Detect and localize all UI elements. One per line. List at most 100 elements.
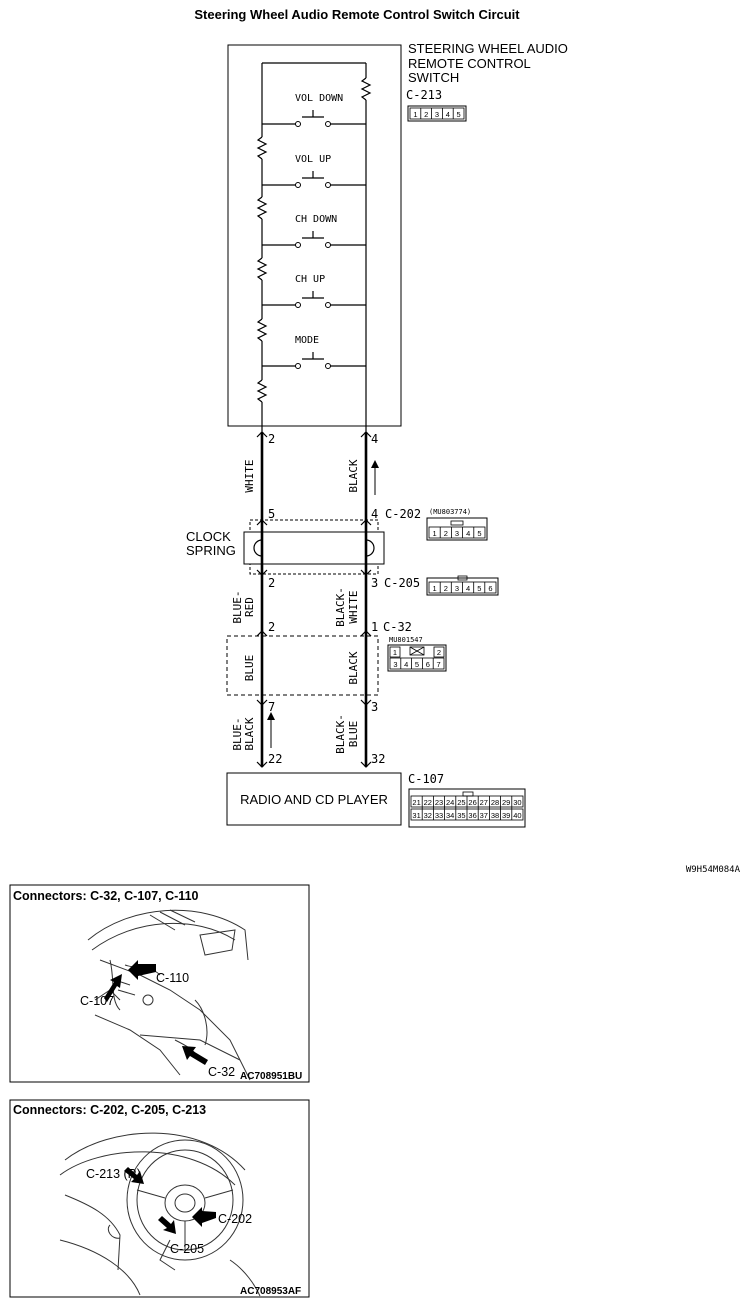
- c107-pin: 29: [502, 798, 510, 807]
- c32-pin: 4: [404, 660, 408, 669]
- callout-c32: C-32: [208, 1065, 235, 1079]
- pin-label: 4: [371, 507, 378, 521]
- c202-label: C-202: [385, 507, 421, 521]
- switch-unit-label-line-1: STEERING WHEEL AUDIO: [408, 41, 568, 56]
- c205-label: C-205: [384, 576, 420, 590]
- c107-pin: 31: [412, 811, 420, 820]
- pin-label: 32: [371, 752, 385, 766]
- pin-label: 3: [371, 576, 378, 590]
- connector-location-panel-1: Connectors: C-32, C-107, C-110 C-110 C-1…: [9, 884, 310, 1083]
- panel1-caption: Connectors: C-32, C-107, C-110: [13, 889, 199, 903]
- c202-pin: 4: [466, 529, 470, 538]
- clock-spring: 5 4 C-202 (MU803774) 1 2 3 4 5 CLOCK SPR…: [186, 507, 499, 596]
- wire-label-blue: BLUE: [243, 655, 256, 682]
- pin-label: 22: [268, 752, 282, 766]
- c202-part-number: (MU803774): [429, 508, 471, 516]
- c213-pin: 1: [413, 110, 417, 119]
- c107-pin: 23: [435, 798, 443, 807]
- c107-pin: 27: [480, 798, 488, 807]
- diagram-code: W9H54M084A: [686, 865, 741, 875]
- c202-pin: 1: [433, 529, 437, 538]
- c107-connector-icon: 21 22 23 24 25 26 27 28 29 30 31 32 33 3…: [408, 788, 526, 828]
- panel2-code: AC708953AF: [240, 1286, 301, 1297]
- switch-label-vol-down: VOL DOWN: [295, 93, 343, 104]
- c32-pin: 1: [393, 648, 397, 657]
- c107-pin: 36: [468, 811, 476, 820]
- c32-part-number: MU801547: [389, 636, 423, 644]
- switch-contacts: [295, 121, 331, 369]
- switch-unit-label-line-3: SWITCH: [408, 70, 459, 85]
- c107-pin: 30: [513, 798, 521, 807]
- clock-spring-label-line-1: CLOCK: [186, 529, 231, 544]
- wire-label-black-blue-2: BLUE: [347, 721, 360, 748]
- c213-pin: 5: [457, 110, 461, 119]
- c107-pin: 38: [491, 811, 499, 820]
- callout-c205: C-205: [170, 1242, 204, 1256]
- c205-pin: 3: [455, 584, 459, 593]
- c32-pin: 6: [426, 660, 430, 669]
- callout-c202: C-202: [218, 1212, 252, 1226]
- c107-pin: 39: [502, 811, 510, 820]
- c107-pin: 24: [446, 798, 454, 807]
- pin-label: 2: [268, 432, 275, 446]
- callout-c107: C-107: [80, 994, 114, 1008]
- c32-pin: 3: [393, 660, 397, 669]
- c205-pin: 6: [488, 584, 492, 593]
- c107-pin: 40: [513, 811, 521, 820]
- c205-pin: 2: [444, 584, 448, 593]
- pin-label: 5: [268, 507, 275, 521]
- c107-pin: 25: [457, 798, 465, 807]
- c32-pin: 5: [415, 660, 419, 669]
- clock-spring-label-line-2: SPRING: [186, 543, 236, 558]
- c213-label: C-213: [406, 88, 442, 102]
- arrow-icon: [124, 1167, 144, 1184]
- callout-c110: C-110: [156, 971, 189, 985]
- wire-label-blue-black-1: BLUE-: [231, 717, 244, 750]
- c107-pin: 37: [480, 811, 488, 820]
- panel1-code: AC708951BU: [240, 1071, 302, 1082]
- wire-label-white: WHITE: [243, 459, 256, 492]
- c213-pin: 3: [435, 110, 439, 119]
- radio-label: RADIO AND CD PLAYER: [240, 792, 388, 807]
- arrow-icon: [158, 1216, 176, 1234]
- c107-pin: 32: [424, 811, 432, 820]
- pin-label: 2: [268, 620, 275, 634]
- c202-pin: 5: [477, 529, 481, 538]
- wire-label-blue-red-2: RED: [243, 597, 256, 617]
- c107-pin: 28: [491, 798, 499, 807]
- steering-wheel-sketch: [59, 1132, 261, 1297]
- connector-location-panel-2: Connectors: C-202, C-205, C-213 C-213 (R…: [9, 1099, 310, 1298]
- c202-pin: 3: [455, 529, 459, 538]
- c107-pin: 22: [424, 798, 432, 807]
- c213-pin: 2: [424, 110, 428, 119]
- c107-pin: 33: [435, 811, 443, 820]
- wire-label-black: BLACK: [347, 459, 360, 492]
- switch-ladder: [256, 62, 372, 432]
- c32-connector-icon: 1 2 3 4 5 6 7: [387, 644, 447, 672]
- wire-label-blue-red-1: BLUE-: [231, 590, 244, 623]
- arrow-icon: [104, 974, 122, 1002]
- switch-unit: STEERING WHEEL AUDIO REMOTE CONTROL SWIT…: [227, 41, 568, 432]
- pin-label: 4: [371, 432, 378, 446]
- c107-pin: 35: [457, 811, 465, 820]
- panel2-caption: Connectors: C-202, C-205, C-213: [13, 1103, 206, 1117]
- wire-label-black-white-1: BLACK-: [334, 587, 347, 627]
- c213-pin: 4: [446, 110, 450, 119]
- switch-unit-box: [227, 44, 402, 427]
- c32-label: C-32: [383, 620, 412, 634]
- callout-c213: C-213 (R): [86, 1167, 141, 1181]
- switch-label-ch-up: CH UP: [295, 274, 325, 285]
- diagram-title: Steering Wheel Audio Remote Control Swit…: [194, 7, 520, 22]
- switch-label-vol-up: VOL UP: [295, 154, 331, 165]
- c213-connector-icon: 1 2 3 4 5: [407, 105, 467, 122]
- c202-pin: 2: [444, 529, 448, 538]
- pin-label: 3: [371, 700, 378, 714]
- c107-label: C-107: [408, 772, 444, 786]
- harness-wires: [260, 432, 368, 767]
- switch-label-mode: MODE: [295, 335, 319, 346]
- switch-label-ch-down: CH DOWN: [295, 214, 337, 225]
- c107-pin: 21: [412, 798, 420, 807]
- c107-pin: 26: [468, 798, 476, 807]
- wire-label-black-2: BLACK: [347, 651, 360, 684]
- c107-pin: 34: [446, 811, 454, 820]
